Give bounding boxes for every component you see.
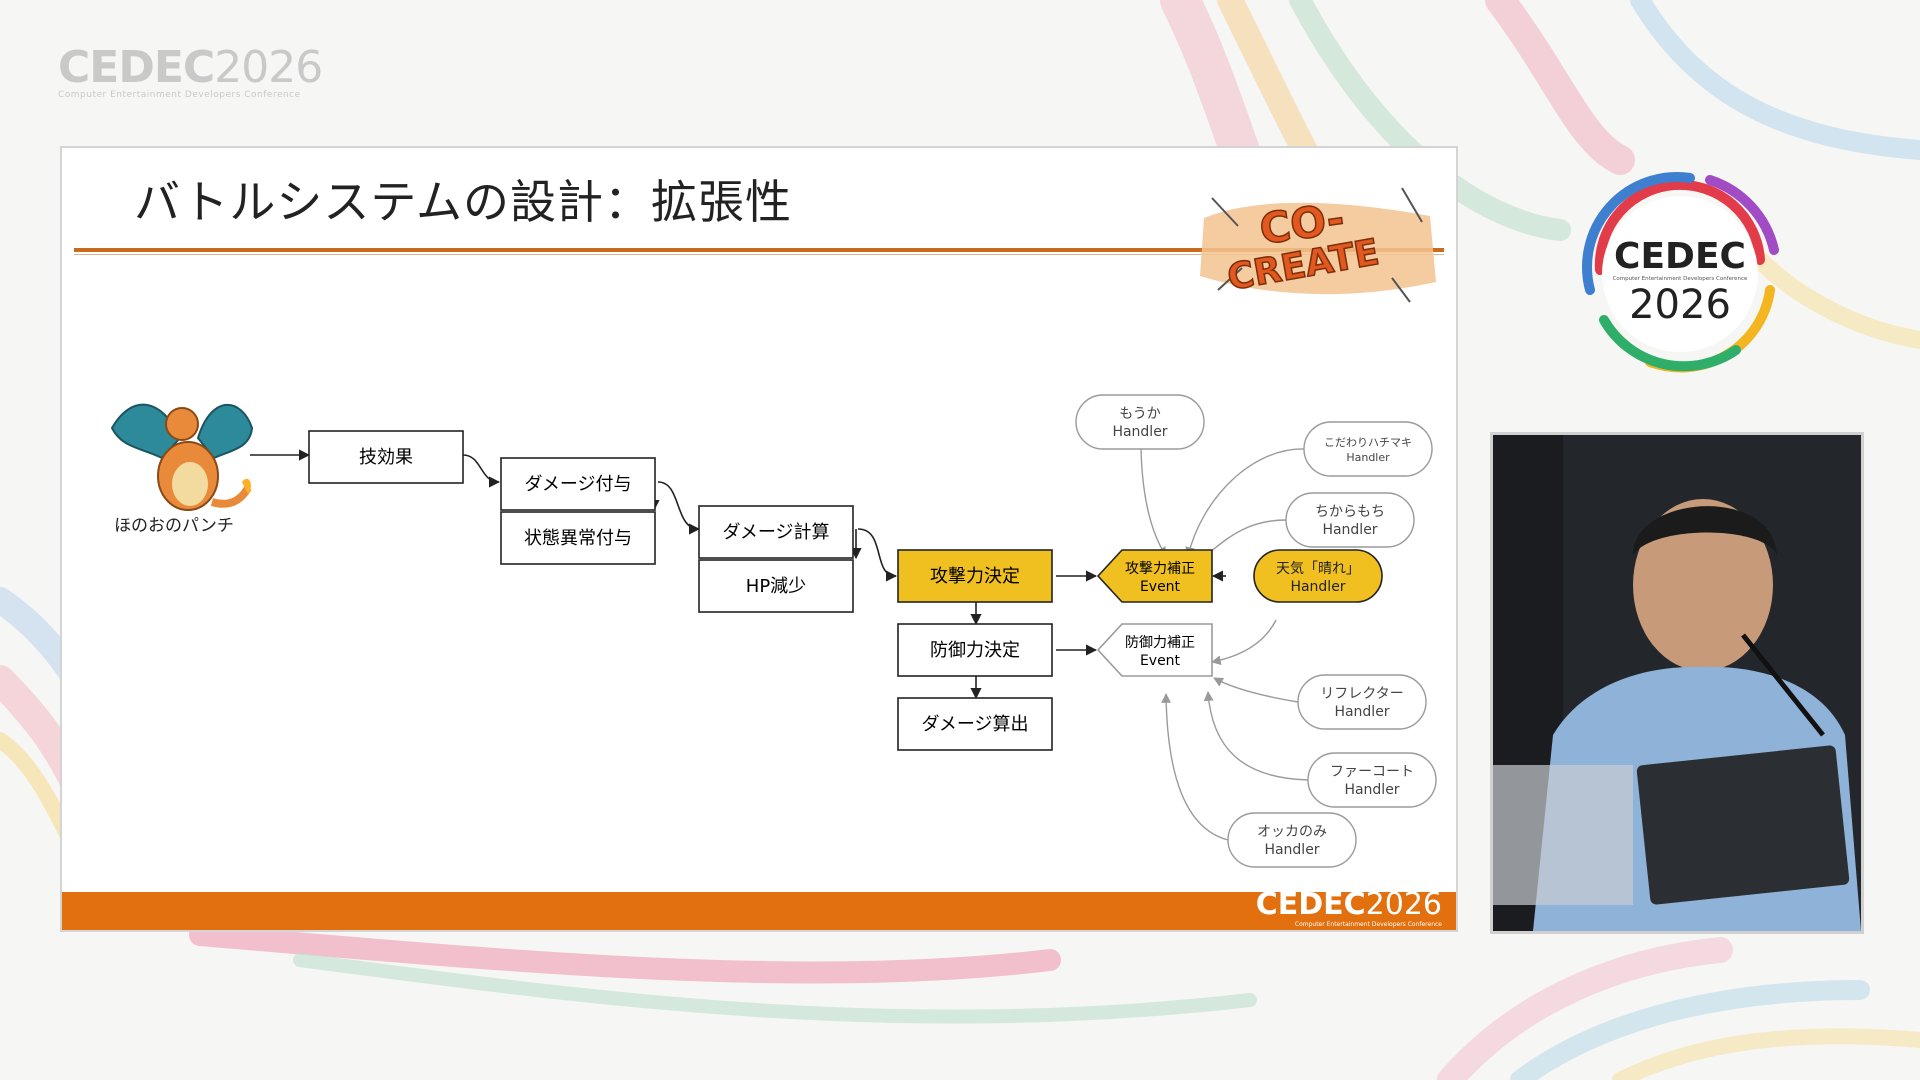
title-underline: [74, 248, 1444, 252]
handler-okka-word: Handler: [1264, 842, 1319, 858]
seal-main-text: CEDEC: [1614, 236, 1746, 277]
speaker-camera-feed: [1490, 432, 1864, 934]
attack-event-line1: 攻撃力補正: [1125, 561, 1195, 577]
logo-subtitle: Computer Entertainment Developers Confer…: [58, 90, 301, 100]
handler-okka: オッカのみ Handler: [1227, 812, 1357, 868]
node-damage-calc-label: ダメージ計算: [722, 522, 829, 543]
node-hp: HP減少: [698, 559, 854, 613]
logo-main-text: CEDEC: [58, 42, 215, 93]
node-status-label: 状態異常付与: [524, 528, 632, 549]
handler-kodawari-name: こだわりハチマキ: [1324, 436, 1412, 449]
attack-event-line2: Event: [1140, 579, 1181, 595]
slide-footer-bar: CEDEC2026 Computer Entertainment Develop…: [62, 887, 1456, 930]
node-hp-label: HP減少: [746, 576, 806, 597]
handler-okka-name: オッカのみ: [1257, 824, 1327, 840]
move-name-label: ほのおのパンチ: [114, 516, 234, 536]
handler-tenki-name: 天気「晴れ」: [1276, 561, 1360, 577]
node-defense-label: 防御力決定: [930, 640, 1020, 661]
node-damage-out-label: ダメージ算出: [921, 714, 1028, 735]
speaker-video: [1493, 435, 1861, 931]
seal-sub-text: Computer Entertainment Developers Confer…: [1613, 276, 1748, 282]
seal-year-text: 2026: [1629, 282, 1731, 328]
handler-moka: もうか Handler: [1075, 394, 1205, 450]
node-defense: 防御力決定: [897, 623, 1053, 677]
handler-chikara-name: ちからもち: [1315, 504, 1385, 520]
handler-chikara-word: Handler: [1322, 522, 1377, 538]
handler-moka-word: Handler: [1112, 424, 1167, 440]
handler-reflector-name: リフレクター: [1320, 686, 1403, 702]
node-attack-label: 攻撃力決定: [930, 566, 1020, 587]
defense-event-line1: 防御力補正: [1125, 635, 1195, 651]
co-create-badge: CO- CREATE: [1200, 187, 1436, 303]
logo-year-text: 2026: [214, 42, 323, 93]
node-attack: 攻撃力決定: [897, 549, 1053, 603]
node-damage-calc: ダメージ計算: [698, 505, 854, 559]
node-waza: 技効果: [308, 430, 464, 484]
defense-correction-event: 防御力補正 Event: [1096, 623, 1213, 677]
presentation-slide: バトルシステムの設計：拡張性 CO- CREATE: [60, 146, 1458, 932]
node-damage-out: ダメージ算出: [897, 697, 1053, 751]
handler-kodawari: こだわりハチマキ Handler: [1303, 421, 1433, 477]
conference-logo: CEDEC2026 Computer Entertainment Develop…: [58, 42, 323, 101]
handler-tenki-word: Handler: [1290, 579, 1345, 595]
footer-logo-year: 2026: [1365, 887, 1442, 922]
defense-event-line2: Event: [1140, 653, 1181, 669]
slide-title: バトルシステムの設計：拡張性: [134, 175, 792, 229]
footer-logo-sub: Computer Entertainment Developers Confer…: [1294, 921, 1442, 928]
battle-flow-diagram: 技効果 ダメージ付与 状態異常付与 ダメージ計算 HP減少 攻撃力決定: [110, 394, 1437, 868]
handler-moka-name: もうか: [1119, 406, 1161, 422]
node-waza-label: 技効果: [359, 447, 413, 468]
node-damage-apply-label: ダメージ付与: [524, 474, 631, 495]
handler-kodawari-word: Handler: [1346, 451, 1390, 464]
attack-correction-event: 攻撃力補正 Event: [1096, 549, 1213, 603]
handler-reflector-word: Handler: [1334, 704, 1389, 720]
footer-logo: CEDEC2026 Computer Entertainment Develop…: [1255, 887, 1442, 929]
conference-seal: CEDEC Computer Entertainment Developers …: [1582, 172, 1779, 373]
handler-fur-name: ファーコート: [1330, 764, 1414, 780]
handler-fur-word: Handler: [1344, 782, 1399, 798]
handler-chikara: ちからもち Handler: [1285, 492, 1415, 548]
footer-logo-main: CEDEC: [1255, 887, 1366, 922]
title-underline-thin: [74, 254, 1444, 255]
node-damage-apply: ダメージ付与: [500, 457, 656, 511]
charizard-illustration: [110, 403, 254, 511]
handler-fur-coat: ファーコート Handler: [1307, 752, 1437, 808]
node-status: 状態異常付与: [500, 511, 656, 565]
handler-reflector: リフレクター Handler: [1297, 674, 1427, 730]
handler-tenki: 天気「晴れ」 Handler: [1253, 549, 1383, 603]
